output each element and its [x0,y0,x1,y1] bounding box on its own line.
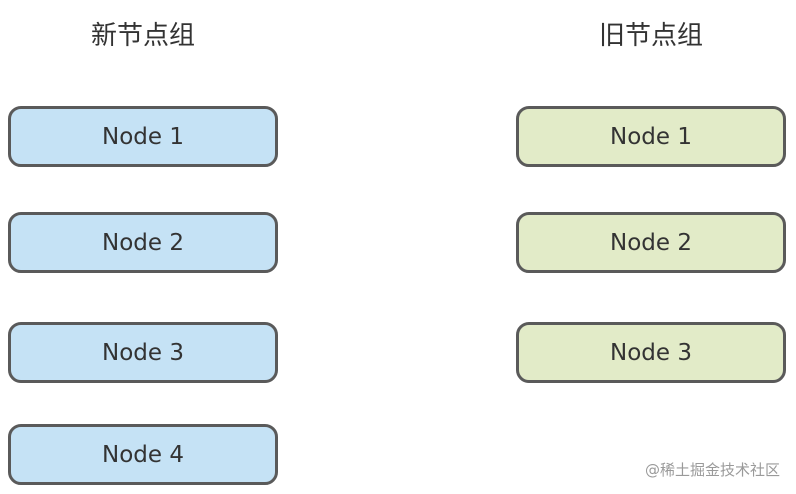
watermark: @稀土掘金技术社区 [644,461,780,479]
new-node-2: Node 2 [8,212,278,273]
new-group-title: 新节点组 [90,21,195,51]
new-node-1: Node 1 [8,106,278,167]
old-node-1: Node 1 [516,106,786,167]
old-node-2: Node 2 [516,212,786,273]
new-node-4: Node 4 [8,424,278,485]
new-node-3: Node 3 [8,322,278,383]
old-group-title: 旧节点组 [598,21,703,51]
old-node-3: Node 3 [516,322,786,383]
